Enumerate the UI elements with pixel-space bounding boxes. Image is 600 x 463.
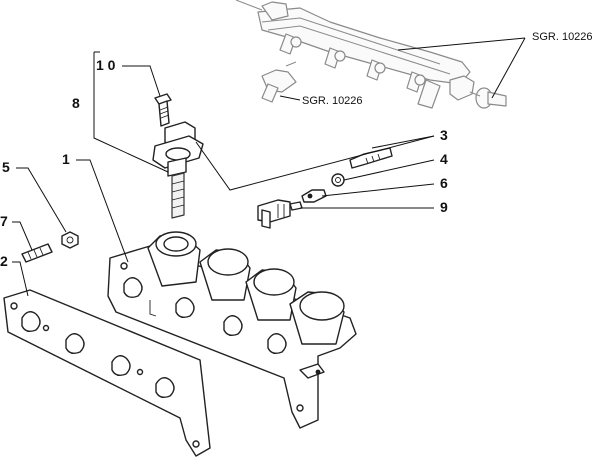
sgr-reference-middle: SGR. 10226 <box>302 95 363 107</box>
part-10-bolt <box>154 93 172 127</box>
part-1-intake-manifold <box>107 231 357 429</box>
fuel-injector <box>261 61 297 103</box>
label-8: 8 <box>72 95 80 111</box>
label-2: 2 <box>0 253 8 269</box>
leader-sgr-top <box>397 37 526 51</box>
label-10: 1 0 <box>96 57 116 73</box>
leader-6 <box>321 183 435 197</box>
label-6: 6 <box>440 175 448 191</box>
label-4: 4 <box>440 151 448 167</box>
fuel-rail-assembly <box>235 0 475 109</box>
label-7: 7 <box>0 213 8 229</box>
label-9: 9 <box>440 199 448 215</box>
part-2-gasket <box>3 289 211 457</box>
leader-sgr-mid <box>279 95 301 101</box>
leader-2 <box>12 261 29 297</box>
leader-1 <box>76 159 129 263</box>
leader-8-bracket <box>93 52 169 173</box>
leader-3 <box>371 135 435 149</box>
leader-10 <box>122 65 161 97</box>
leader-sgr-top-b <box>491 37 526 99</box>
part-8-sensor <box>152 121 204 219</box>
label-1: 1 <box>62 151 70 167</box>
part-3-clip <box>349 147 393 169</box>
part-5-nut <box>61 231 79 249</box>
fuel-fitting <box>469 87 507 109</box>
leader-5 <box>16 167 67 233</box>
leader-4 <box>343 159 435 181</box>
label-5: 5 <box>2 159 10 175</box>
leader-8-to-parts <box>195 135 435 191</box>
part-9-bracket <box>257 199 303 229</box>
sgr-reference-top: SGR. 10226 <box>532 31 593 43</box>
label-3: 3 <box>440 127 448 143</box>
part-4-nut <box>331 173 345 187</box>
leader-7 <box>12 221 33 251</box>
part-7-stud <box>21 243 53 263</box>
